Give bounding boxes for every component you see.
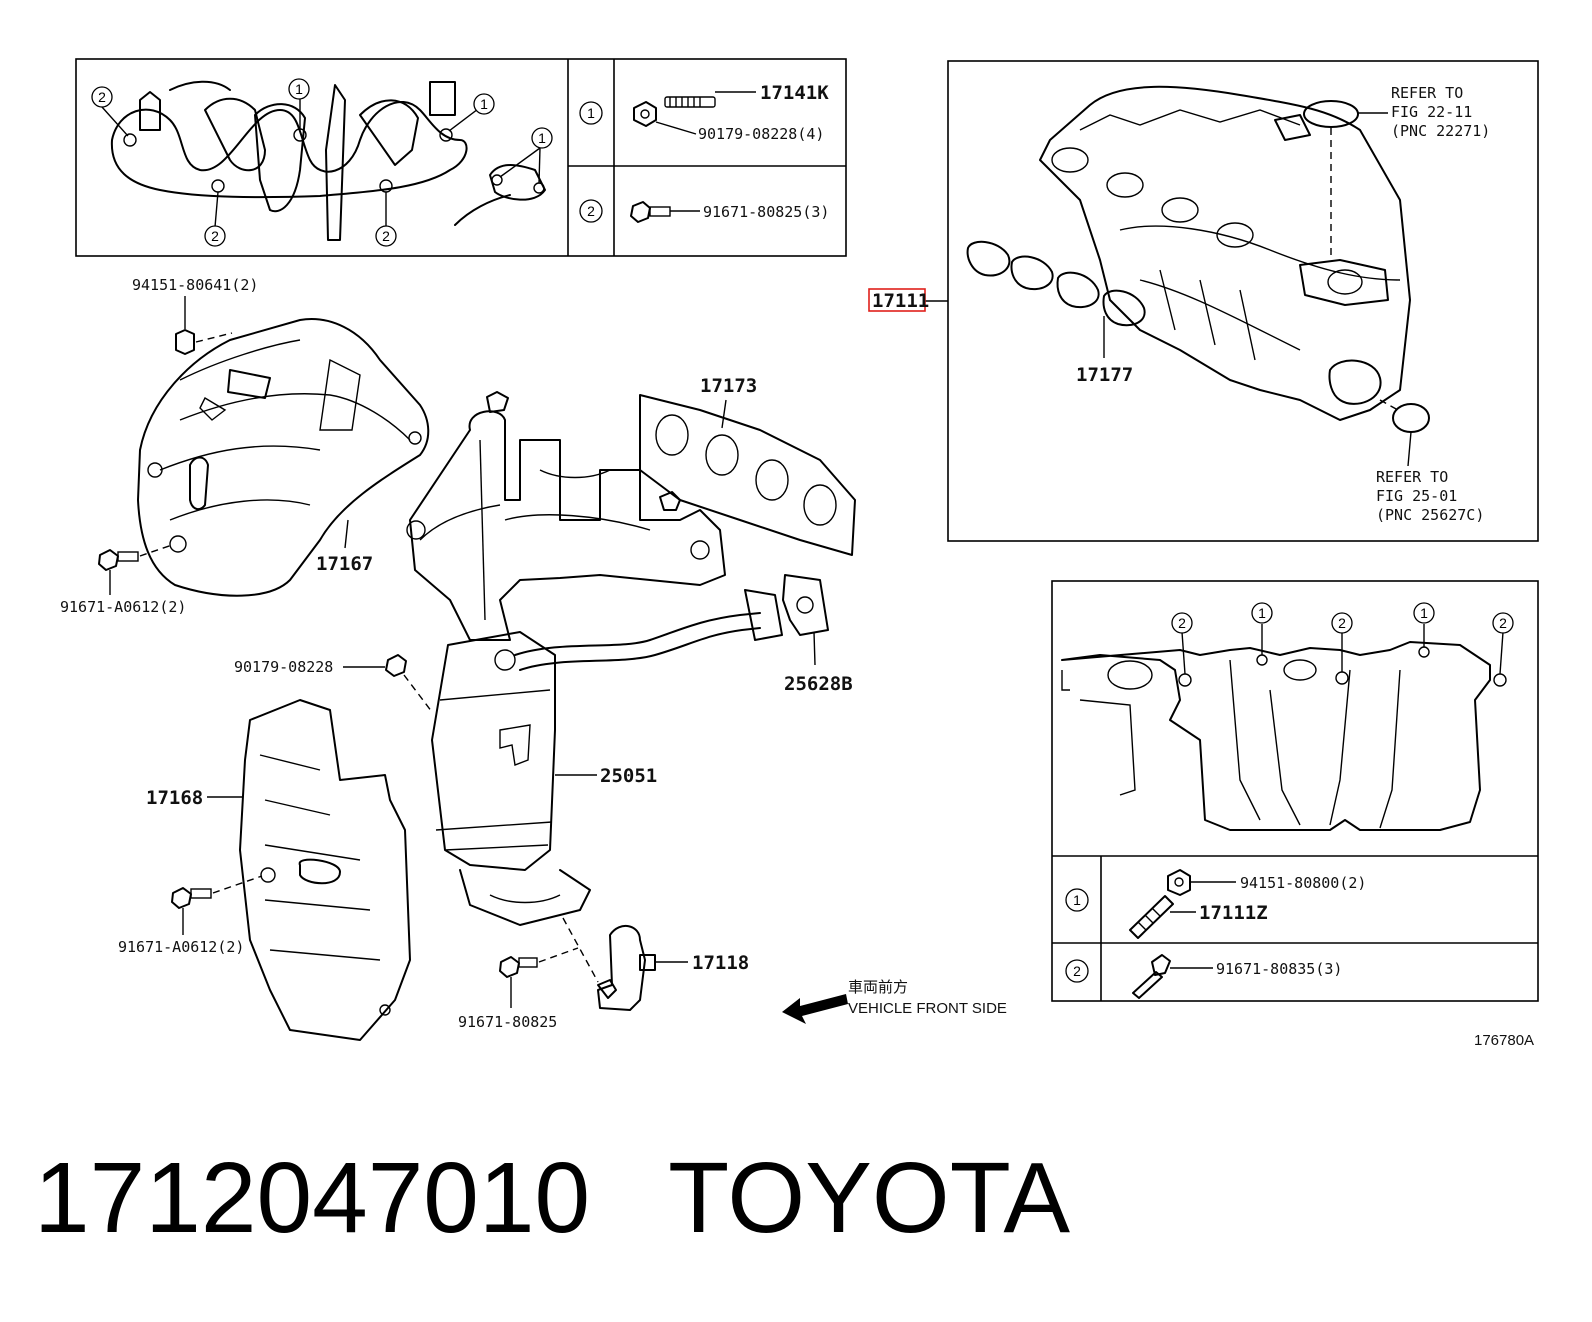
marker-label: 1 <box>1420 605 1428 621</box>
marker-label: 1 <box>538 130 546 146</box>
bolt-91671-A0612-lower <box>171 875 263 935</box>
nut-drawing <box>633 101 697 135</box>
refer-bottom-line3: (PNC 25627C) <box>1376 506 1484 524</box>
vehicle-front-arrow-icon <box>782 994 848 1024</box>
callout-17141K: 17141K <box>760 82 829 104</box>
leader-marker <box>1499 631 1504 675</box>
marker-circle-2: 2 <box>204 225 226 247</box>
callout-90179-08228-4: 90179-08228(4) <box>698 125 824 143</box>
heat-insulator-upper <box>137 318 430 597</box>
bolt-91671-80825 <box>499 947 579 1008</box>
refer-bottom-leader <box>1407 431 1412 467</box>
brand-name: TOYOTA <box>668 1142 1071 1254</box>
marker-circle-1: 1 <box>473 93 495 115</box>
marker-label: 2 <box>1178 615 1186 631</box>
callout-17168: 17168 <box>146 787 203 809</box>
marker-circle-2: 2 <box>1492 612 1514 634</box>
intake-manifold-box: REFER TO FIG 22-11 (PNC 22271) REFER TO … <box>868 60 1539 542</box>
callout-17173: 17173 <box>700 375 757 397</box>
footer-title: 1712047010 TOYOTA <box>34 1128 1134 1268</box>
marker-label: 2 <box>382 228 390 244</box>
intake-manifold-drawing <box>1039 85 1411 421</box>
marker-circle-1: 1 <box>1413 602 1435 624</box>
callout-17167: 17167 <box>316 553 373 575</box>
marker-label: 1 <box>1258 605 1266 621</box>
marker-label: 1 <box>587 105 595 121</box>
detail-box-frame <box>75 58 847 257</box>
callout-17118: 17118 <box>692 952 749 974</box>
refer-top-line2: FIG 22-11 <box>1391 103 1472 121</box>
marker-label: 2 <box>1499 615 1507 631</box>
marker-circle-2: 2 <box>1171 612 1193 634</box>
callout-91671-A0612-2-bottom: 91671-A0612(2) <box>118 938 244 956</box>
marker-circle-1: 1 <box>579 101 603 125</box>
intake-detail-frame <box>1051 580 1539 1002</box>
leader-marker <box>1181 631 1186 675</box>
callout-17111Z: 17111Z <box>1199 902 1268 924</box>
marker-label: 2 <box>98 89 106 105</box>
marker-label: 2 <box>1073 963 1081 979</box>
bolt-91671-80835 <box>1132 954 1213 999</box>
nut-94151-80800 <box>1167 869 1236 896</box>
stud-drawing <box>664 91 756 108</box>
marker-label: 1 <box>480 96 488 112</box>
exhaust-manifold-detail-box: 2 1 1 1 2 2 1 2 17141K 90179-08228(4) 91… <box>75 58 847 257</box>
callout-91671-80835-3: 91671-80835(3) <box>1216 960 1342 978</box>
callout-94151-80800-2: 94151-80800(2) <box>1240 874 1366 892</box>
marker-label: 1 <box>295 81 303 97</box>
refer-bottom-line1: REFER TO <box>1376 468 1448 486</box>
leader-17167 <box>344 519 349 549</box>
callout-17177: 17177 <box>1076 364 1133 386</box>
direction-english: VEHICLE FRONT SIDE <box>848 1000 1007 1017</box>
callout-94151-80641-2: 94151-80641(2) <box>132 276 258 294</box>
callout-91671-80825-3: 91671-80825(3) <box>703 203 829 221</box>
gasket-17173 <box>639 394 856 556</box>
refer-top-line1: REFER TO <box>1391 84 1463 102</box>
intake-front-view-drawing <box>1061 641 1507 831</box>
exhaust-manifold-converter <box>406 391 783 926</box>
marker-circle-2: 2 <box>1331 612 1353 634</box>
nut-90179-08228 <box>343 654 433 713</box>
part-number: 1712047010 <box>34 1142 591 1254</box>
direction-cjk: 車両前方 <box>848 979 908 996</box>
marker-label: 1 <box>1073 892 1081 908</box>
callout-25628B: 25628B <box>784 673 853 695</box>
highlight-box-17111 <box>868 288 926 312</box>
callout-25051: 25051 <box>600 765 657 787</box>
marker-circle-1: 1 <box>288 78 310 100</box>
marker-circle-1: 1 <box>1251 602 1273 624</box>
marker-circle-1: 1 <box>1065 888 1089 912</box>
marker-circle-2: 2 <box>91 86 113 108</box>
stud-17111Z <box>1129 895 1196 939</box>
bolt-91671-A0612-upper <box>98 544 173 595</box>
intake-detail-box: 2 1 2 1 2 1 2 94151-80800(2) 17111Z 9167… <box>1051 580 1539 1002</box>
marker-label: 2 <box>1338 615 1346 631</box>
bolt-drawing <box>630 201 700 223</box>
marker-label: 2 <box>587 203 595 219</box>
callout-90179-08228: 90179-08228 <box>234 658 333 676</box>
callout-91671-A0612-2-top: 91671-A0612(2) <box>60 598 186 616</box>
marker-circle-1: 1 <box>531 127 553 149</box>
bracket-17118 <box>562 917 688 1011</box>
o-ring-top <box>1303 100 1359 128</box>
nut-94151-80641 <box>175 296 233 355</box>
figure-id: 176780A <box>1474 1032 1534 1049</box>
marker-circle-2: 2 <box>375 225 397 247</box>
refer-top-line3: (PNC 22271) <box>1391 122 1490 140</box>
refer-bottom-line2: FIG 25-01 <box>1376 487 1457 505</box>
o-ring-bottom <box>1392 403 1430 433</box>
callout-91671-80825: 91671-80825 <box>458 1013 557 1031</box>
marker-circle-2: 2 <box>579 199 603 223</box>
gasket-17177 <box>966 240 1146 358</box>
gasket-25628B <box>782 574 829 666</box>
marker-circle-2: 2 <box>1065 959 1089 983</box>
marker-label: 2 <box>211 228 219 244</box>
heat-insulator-lower <box>239 699 411 1041</box>
callout-17111: 17111 <box>872 290 929 312</box>
o-ring-bottom-dash <box>1379 399 1399 411</box>
